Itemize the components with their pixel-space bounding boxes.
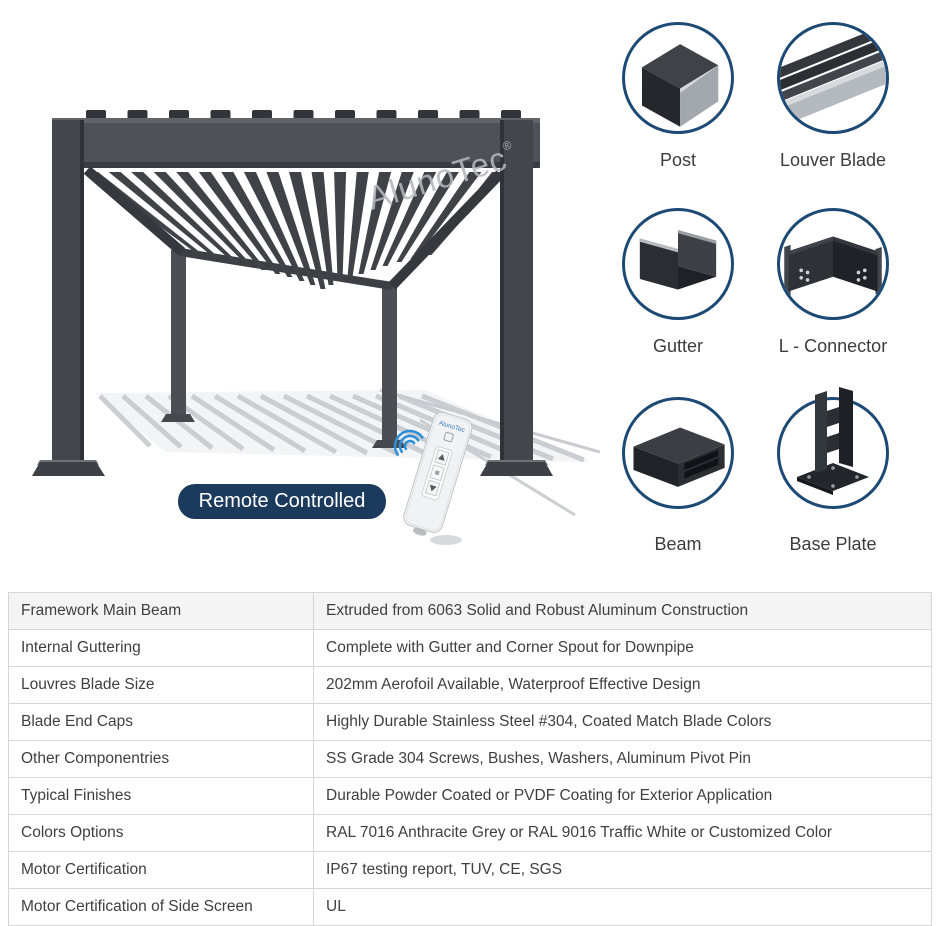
l-connector-icon — [784, 236, 882, 296]
component-label: L - Connector — [778, 336, 888, 356]
base-plate-icon — [797, 387, 869, 495]
spec-label: Motor Certification — [8, 851, 314, 889]
component-circle — [777, 22, 889, 134]
remote-control: AlunoTec — [393, 411, 473, 536]
component-label: Louver Blade — [779, 150, 887, 170]
beam-icon — [633, 427, 725, 487]
spec-value: SS Grade 304 Screws, Bushes, Washers, Al… — [313, 740, 932, 778]
gutter-icon — [639, 230, 717, 290]
remote-controlled-badge: Remote Controlled — [178, 484, 386, 519]
component-circle — [622, 208, 734, 320]
pergola-photo: AlunoTec AlunoTec® Remote Controlled — [0, 0, 600, 570]
louver-blade-icon — [780, 28, 886, 124]
louver-roof — [83, 166, 504, 290]
spec-label: Blade End Caps — [8, 703, 314, 741]
front-beam — [52, 118, 540, 168]
spec-value: RAL 7016 Anthracite Grey or RAL 9016 Tra… — [313, 814, 932, 852]
louver-tips — [86, 110, 521, 119]
front-posts — [32, 120, 553, 476]
spec-value: Highly Durable Stainless Steel #304, Coa… — [313, 703, 932, 741]
wifi-waves-icon — [393, 429, 424, 456]
spec-label: Framework Main Beam — [8, 592, 314, 630]
pergola-illustration: AlunoTec — [32, 110, 600, 545]
component-label: Post — [659, 150, 697, 170]
spec-value: Durable Powder Coated or PVDF Coating fo… — [313, 777, 932, 815]
component-label: Gutter — [652, 336, 704, 356]
component-label: Base Plate — [789, 534, 877, 554]
post-icon — [641, 44, 719, 127]
component-circle — [622, 397, 734, 509]
spec-value: Extruded from 6063 Solid and Robust Alum… — [313, 592, 932, 630]
spec-label: Louvres Blade Size — [8, 666, 314, 704]
spec-label: Other Componentries — [8, 740, 314, 778]
spec-value: Complete with Gutter and Corner Spout fo… — [313, 629, 932, 667]
spec-label: Motor Certification of Side Screen — [8, 888, 314, 926]
component-label: Beam — [654, 534, 702, 554]
spec-value: UL — [313, 888, 932, 926]
component-circle — [777, 387, 889, 509]
component-circle — [777, 208, 889, 320]
spec-label: Typical Finishes — [8, 777, 314, 815]
spec-value: 202mm Aerofoil Available, Waterproof Eff… — [313, 666, 932, 704]
component-circle — [622, 22, 734, 134]
spec-label: Internal Guttering — [8, 629, 314, 667]
spec-value: IP67 testing report, TUV, CE, SGS — [313, 851, 932, 889]
spec-label: Colors Options — [8, 814, 314, 852]
